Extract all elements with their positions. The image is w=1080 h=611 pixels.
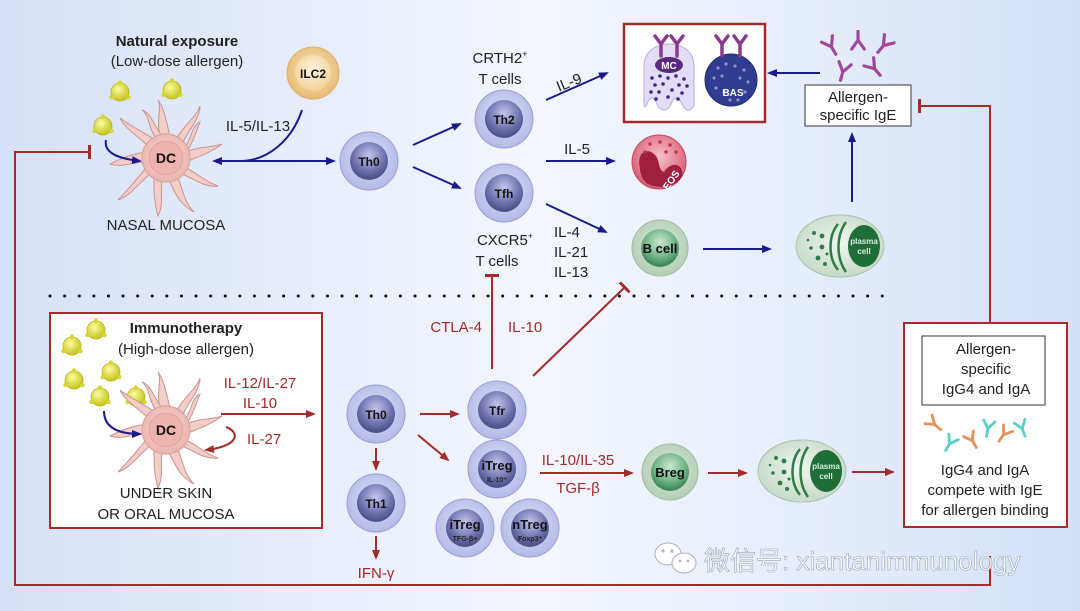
il5-label: IL-5 bbox=[564, 141, 590, 158]
th1-nucleus bbox=[357, 484, 395, 522]
plasma-label-2: cell bbox=[857, 247, 870, 256]
th2-tcells-label: T cells bbox=[478, 71, 521, 88]
tfh-tcells-label: T cells bbox=[475, 253, 518, 270]
igg4-iga-label-box bbox=[921, 335, 1046, 406]
igg4-box-line-1: Allergen- bbox=[956, 341, 1016, 358]
dc-cytokines-line-1: IL-12/IL-27 bbox=[224, 375, 297, 392]
feedback-inhibits-dc-line bbox=[14, 145, 991, 586]
il10-label: IL-10 bbox=[508, 319, 542, 336]
igg4-inhibits-ige-line bbox=[918, 99, 991, 322]
allergen-icon bbox=[160, 78, 184, 100]
allergen-uptake-arrow bbox=[104, 139, 142, 165]
natural-exposure-title: Natural exposure bbox=[116, 33, 239, 50]
itreg-tgf-label: iTreg bbox=[449, 517, 480, 532]
tfr-label: Tfr bbox=[489, 404, 505, 418]
ige-box bbox=[804, 84, 912, 127]
compete-line-3: for allergen binding bbox=[921, 502, 1049, 519]
itreg-il10-sub: IL-10⁺ bbox=[487, 477, 507, 484]
low-dose-subtitle: (Low-dose allergen) bbox=[111, 53, 244, 70]
ntreg-label: nTreg bbox=[512, 517, 547, 532]
compete-line-2: compete with IgE bbox=[927, 482, 1042, 499]
th0-label: Th0 bbox=[365, 408, 387, 422]
allergen-icon bbox=[91, 114, 115, 136]
plasma-label-1: plasma bbox=[850, 237, 878, 246]
breg-nucleus bbox=[651, 453, 689, 491]
th0-nucleus bbox=[357, 395, 395, 433]
b-cell-label: B cell bbox=[643, 241, 678, 256]
il27-label: IL-27 bbox=[247, 431, 281, 448]
th0-label: Th0 bbox=[358, 155, 380, 169]
ilc2-cytokines-label: IL-5/IL-13 bbox=[226, 118, 290, 135]
itreg-tgf-sub: TFG-β+ bbox=[453, 536, 478, 543]
itreg-nucleus bbox=[446, 509, 484, 547]
plasma-label-1: plasma bbox=[812, 462, 840, 471]
allergen-icon bbox=[108, 80, 132, 102]
dc-label: DC bbox=[156, 422, 176, 438]
ige-box-line-2: specific IgE bbox=[820, 107, 897, 124]
mc-label: MC bbox=[661, 61, 677, 72]
ilc2-nucleus bbox=[295, 55, 331, 91]
ige-box-line-1: Allergen- bbox=[828, 89, 888, 106]
compete-line-1: IgG4 and IgA bbox=[941, 462, 1029, 479]
plasma-cell-icon: plasma cell bbox=[795, 214, 885, 278]
b-cytokine-3: IL-13 bbox=[554, 264, 588, 281]
th0-th2-arrow bbox=[412, 123, 462, 146]
tfh-bcell-arrow bbox=[545, 203, 608, 233]
plasma-cell-icon: plasma cell bbox=[757, 439, 847, 503]
th1-label: Th1 bbox=[365, 497, 387, 511]
mast-cell-icon: MC bbox=[643, 34, 695, 111]
tfr-inhibits-bcell-line bbox=[532, 281, 631, 377]
il9-arrow bbox=[545, 72, 609, 101]
tfr-nucleus bbox=[478, 391, 516, 429]
bas-label: BAS bbox=[722, 88, 743, 99]
breg-cytokines-line-1: IL-10/IL-35 bbox=[542, 452, 615, 469]
eosinophil-icon: EOS bbox=[631, 134, 687, 192]
watermark-text: 微信号: xiantanimmunology bbox=[704, 546, 1020, 576]
immunotherapy-section: Immunotherapy (High-dose allergen) DC IL… bbox=[49, 274, 1068, 582]
th0-itreg-arrow bbox=[417, 434, 450, 462]
th0-nucleus bbox=[350, 142, 388, 180]
th0-tfh-arrow bbox=[412, 166, 462, 189]
basophil-icon: BAS bbox=[704, 34, 758, 107]
th2-label: Th2 bbox=[493, 113, 515, 127]
ctla4-label: CTLA-4 bbox=[430, 319, 482, 336]
tfh-label: Tfh bbox=[495, 187, 514, 201]
ifn-gamma-label: IFN-γ bbox=[358, 565, 395, 582]
immunotherapy-title: Immunotherapy bbox=[130, 320, 243, 337]
igg4-box-line-3: IgG4 and IgA bbox=[942, 381, 1030, 398]
ntreg-nucleus bbox=[511, 509, 549, 547]
ntreg-foxp3-sub: Foxp3⁺ bbox=[518, 536, 543, 543]
il27-autocrine-arrow bbox=[204, 426, 236, 454]
ige-antibodies-icon bbox=[819, 30, 896, 84]
dc-label: DC bbox=[156, 150, 176, 166]
b-cytokine-2: IL-21 bbox=[554, 244, 588, 261]
plasma-label-2: cell bbox=[819, 472, 832, 481]
tfh-nucleus bbox=[485, 174, 523, 212]
b-cell-nucleus bbox=[641, 229, 679, 267]
wechat-icon bbox=[654, 542, 697, 574]
dc-cytokines-line-2: IL-10 bbox=[243, 395, 277, 412]
ilc2-label: ILC2 bbox=[300, 67, 326, 81]
high-dose-subtitle: (High-dose allergen) bbox=[118, 341, 254, 358]
th2-nucleus bbox=[485, 100, 523, 138]
cxcr5-label: CXCR5+ bbox=[477, 231, 533, 249]
nasal-mucosa-label: NASAL MUCOSA bbox=[107, 217, 226, 234]
crth2-label: CRTH2+ bbox=[473, 49, 528, 67]
oral-mucosa-label: OR ORAL MUCOSA bbox=[98, 506, 235, 523]
igg4-box-line-2: specific bbox=[961, 361, 1012, 378]
watermark: 微信号: xiantanimmunology bbox=[654, 542, 1021, 576]
il9-label: IL-9 bbox=[554, 70, 584, 95]
itreg-nucleus bbox=[478, 450, 516, 488]
under-skin-label: UNDER SKIN bbox=[120, 485, 213, 502]
allergen-uptake-arrow bbox=[103, 410, 142, 438]
itreg-label: iTreg bbox=[481, 458, 512, 473]
breg-label: Breg bbox=[655, 465, 685, 480]
natural-exposure-section: Natural exposure (Low-dose allergen) DC … bbox=[91, 22, 912, 281]
b-cytokine-1: IL-4 bbox=[554, 224, 580, 241]
breg-cytokines-line-2: TGF-β bbox=[556, 480, 600, 497]
